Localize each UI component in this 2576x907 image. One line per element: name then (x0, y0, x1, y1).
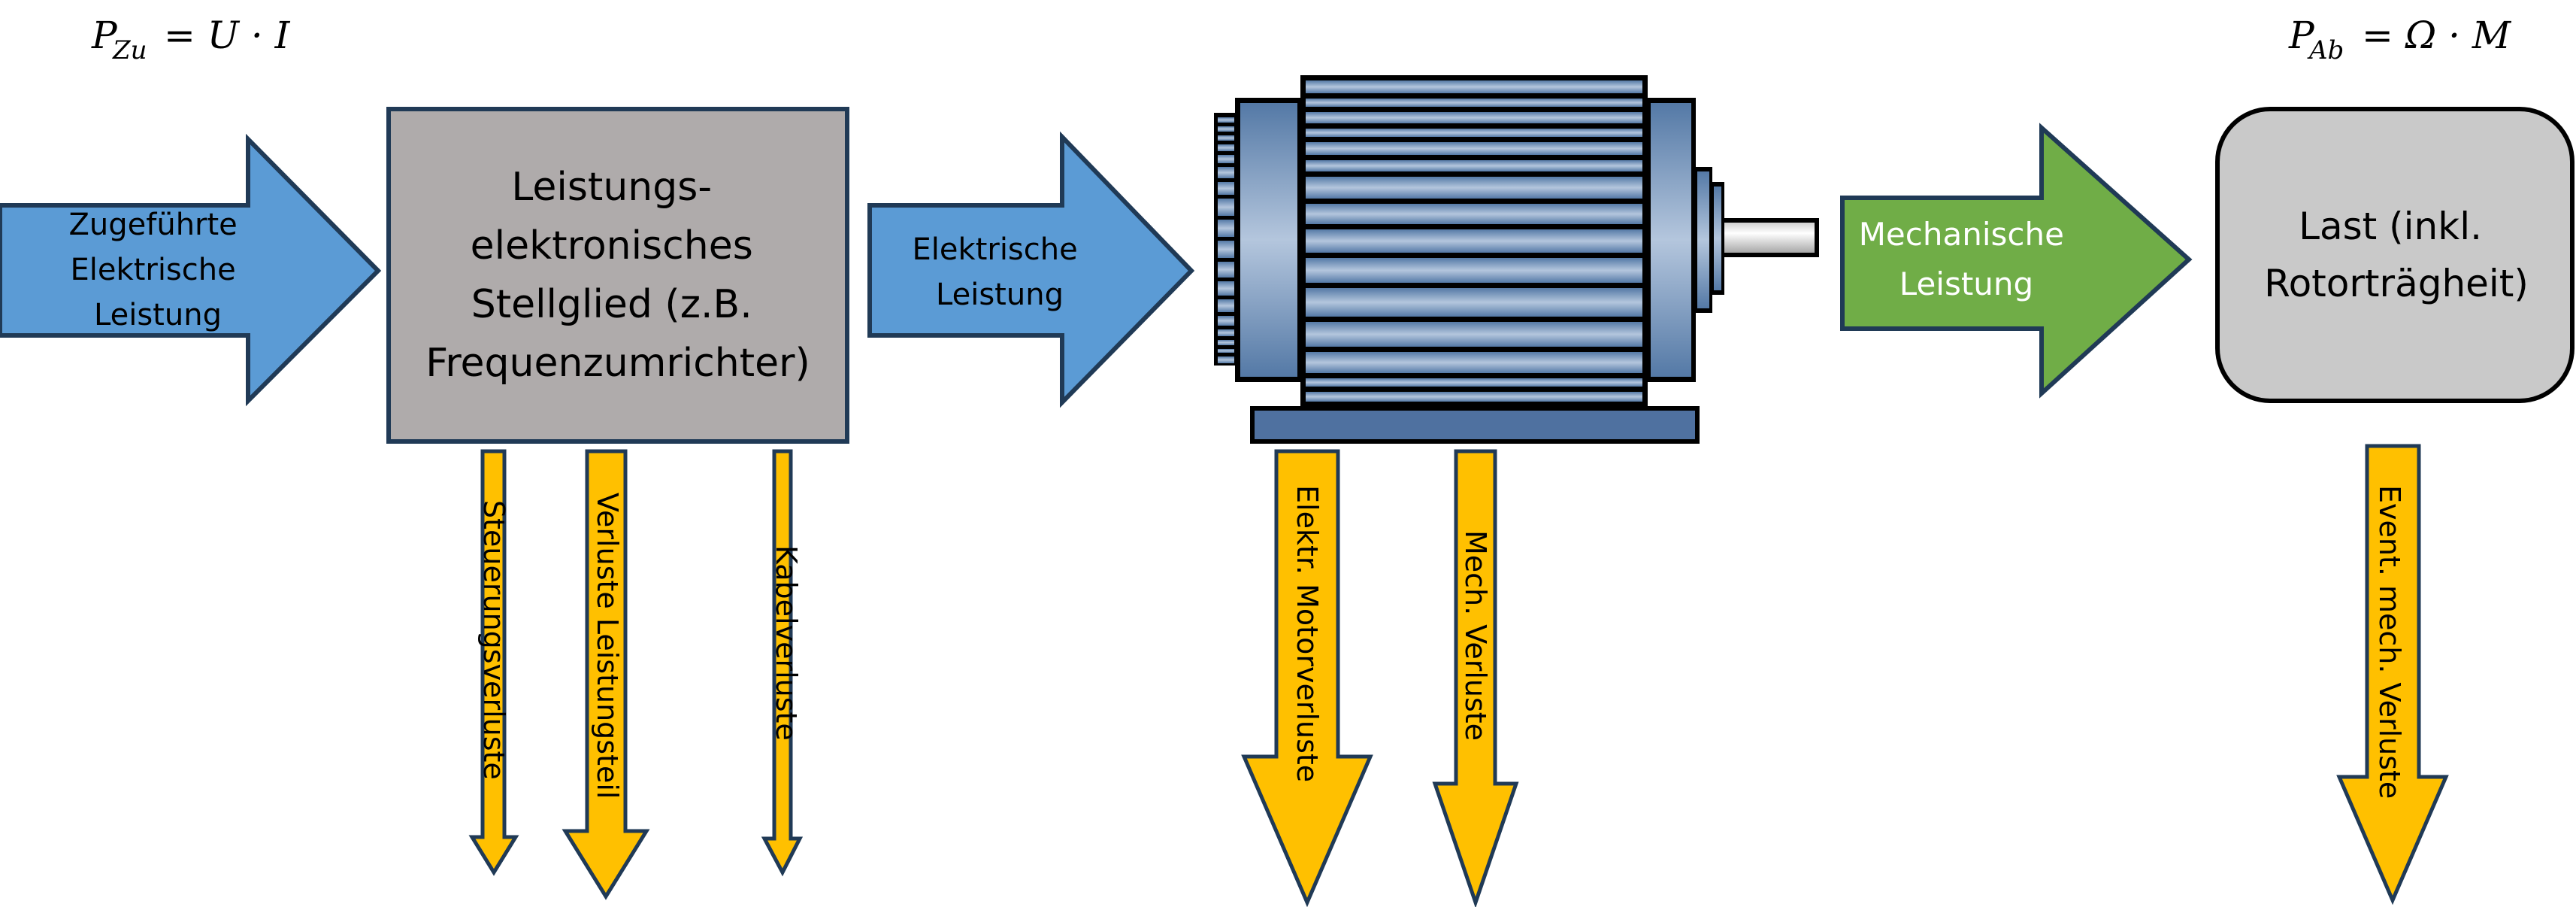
loss-arrow-shape (1432, 449, 1519, 907)
loss-label: Verluste Leistungsteil (591, 493, 624, 799)
motor-cooling-fin (1306, 229, 1642, 253)
motor-fan-rib (1218, 126, 1234, 132)
loss-arrow-shape (761, 449, 804, 877)
electric-power-arrow: Elektrische Leistung (867, 131, 1195, 408)
motor-cooling-fin (1306, 142, 1642, 155)
motor-cooling-fin (1306, 160, 1642, 171)
motor-cooling-fin (1306, 112, 1642, 123)
formula-output-power: P Ab = Ω · M (2288, 14, 2512, 65)
loss-label: Elektr. Motorverluste (1291, 485, 1324, 782)
arrow-shape (0, 133, 382, 407)
motor-cooling-fin (1306, 322, 1642, 347)
motor-cooling-fin (1306, 288, 1642, 317)
motor-cooling-fin (1306, 378, 1642, 387)
formula-subscript: Zu (112, 35, 147, 65)
motor-left-shield (1240, 103, 1297, 377)
motor-fan-rib (1218, 281, 1234, 296)
loss-label: Mech. Verluste (1459, 530, 1492, 741)
motor-fan-rib (1218, 117, 1234, 123)
motor-cooling-fin (1306, 99, 1642, 107)
motor-fan-rib (1218, 155, 1234, 163)
arrow-shape (1840, 123, 2193, 399)
formula-input-power: P Zu = U · I (91, 14, 291, 65)
motor-cooling-fin (1306, 204, 1642, 224)
motor-shaft (1724, 223, 1815, 253)
loss-arrow-shape (562, 449, 650, 900)
loss-arrow-load-mechanical: Event. mech. Verluste (2336, 444, 2449, 905)
loss-arrow-control: Steuerungsverluste (468, 449, 519, 876)
motor-fan-rib (1218, 220, 1234, 237)
motor-cooling-fin (1306, 392, 1642, 402)
loss-arrow-mechanical: Mech. Verluste (1432, 449, 1519, 907)
motor-right-shield (1651, 103, 1691, 377)
loss-arrow-shape (2336, 444, 2449, 905)
formula-subscript: Ab (2307, 35, 2344, 65)
loss-arrow-power-stage: Verluste Leistungsteil (562, 449, 650, 900)
motor-cooling-fin (1306, 129, 1642, 137)
loss-arrow-shape (1241, 449, 1373, 907)
converter-box: Leistungs- elektronisches Stellglied (z.… (386, 107, 849, 444)
motor-fan-rib (1218, 349, 1234, 353)
motor-fan-rib (1218, 135, 1234, 141)
loss-label: Steuerungsverluste (477, 500, 510, 780)
electric-arrow-label: Elektrische Leistung (913, 232, 1088, 312)
motor-fan-rib (1218, 144, 1234, 151)
motor-fan-rib (1218, 356, 1234, 363)
motor-cooling-fin (1306, 352, 1642, 373)
formula-rhs: = U · I (164, 14, 291, 57)
loss-label: Event. mech. Verluste (2373, 485, 2406, 799)
box-shape (2215, 107, 2574, 403)
motor-cooling-fin (1306, 177, 1642, 199)
motor-fan-rib (1218, 199, 1234, 216)
mechanical-power-arrow: Mechanische Leistung (1840, 123, 2193, 399)
motor-fan-rib (1218, 262, 1234, 278)
loss-arrow-cable: Kabelverluste (761, 449, 804, 877)
formula-symbol: P (2288, 14, 2315, 57)
input-power-arrow: Zugeführte Elektrische Leistung (0, 133, 382, 407)
motor-fan-rib (1218, 316, 1234, 326)
motor-cooling-fin (1306, 258, 1642, 283)
motor-fan-rib (1218, 241, 1234, 258)
input-arrow-label: Zugeführte Elektrische Leistung (69, 208, 247, 332)
motor-fan-rib (1218, 299, 1234, 312)
motor-fan-rib (1218, 167, 1234, 178)
formula-symbol: P (91, 14, 118, 57)
load-box: Last (inkl. Rotorträgheit) (2215, 107, 2574, 403)
motor-fan-rib (1218, 340, 1234, 345)
load-label: Last (inkl. Rotorträgheit) (2264, 205, 2529, 305)
loss-label: Kabelverluste (770, 545, 803, 741)
motor-flange2 (1714, 187, 1721, 290)
loss-arrow-motor-electric: Elektr. Motorverluste (1241, 449, 1373, 907)
mechanical-arrow-label: Mechanische Leistung (1859, 216, 2075, 302)
loss-arrow-shape (468, 449, 519, 876)
arrow-shape (867, 131, 1195, 408)
motor-base (1255, 411, 1695, 439)
motor-cooling-fin (1306, 80, 1642, 93)
motor-fan-rib (1218, 329, 1234, 336)
formula-rhs: = Ω · M (2362, 14, 2512, 57)
electric-motor-icon (1214, 75, 1819, 444)
motor-fan-rib (1218, 182, 1234, 195)
motor-flange (1697, 171, 1709, 308)
converter-label: Leistungs- elektronisches Stellglied (z.… (425, 165, 810, 386)
loss-arrows: Steuerungsverluste Verluste Leistungstei… (468, 444, 2449, 907)
box-shape (386, 107, 849, 444)
